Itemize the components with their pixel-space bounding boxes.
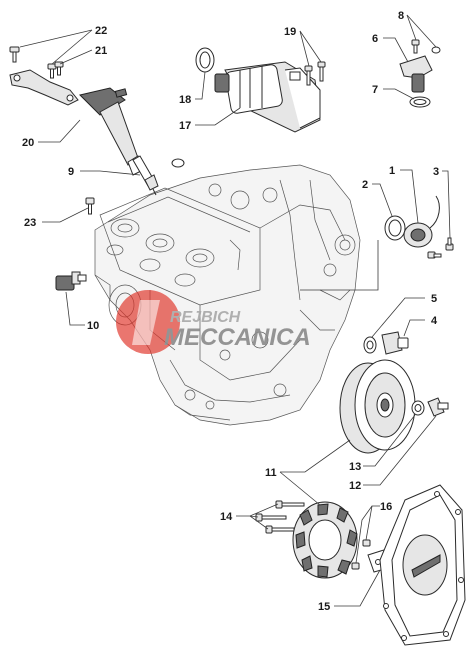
callout-7: 7 xyxy=(372,84,378,96)
callout-4: 4 xyxy=(431,315,438,327)
part-bolt-12 xyxy=(427,397,449,417)
part-oring-2 xyxy=(384,215,406,241)
part-bolt-3b xyxy=(427,251,442,259)
callout-12: 12 xyxy=(349,480,361,492)
part-bracket-20 xyxy=(9,69,79,106)
part-stator xyxy=(292,501,358,579)
part-bolt-8 xyxy=(411,39,420,54)
callout-2: 2 xyxy=(362,179,368,191)
part-bolt-22-right xyxy=(47,63,57,79)
callout-5: 5 xyxy=(431,293,437,305)
part-bolt-3a xyxy=(445,237,454,251)
part-oring-18 xyxy=(195,47,215,73)
callout-14: 14 xyxy=(220,511,233,523)
callout-17: 17 xyxy=(179,120,191,132)
part-bolt-14b xyxy=(255,513,287,522)
part-washer-13 xyxy=(411,400,425,416)
callout-16: 16 xyxy=(380,501,392,513)
part-bolt-14a xyxy=(275,500,305,509)
callout-11: 11 xyxy=(265,467,277,479)
part-sensor-1 xyxy=(403,195,440,248)
part-spark-plug-9 xyxy=(132,155,185,196)
part-generator-cover xyxy=(379,484,466,646)
watermark-logo-mark xyxy=(132,300,160,345)
callout-21: 21 xyxy=(95,45,107,57)
part-bolt-19a xyxy=(304,65,313,86)
callout-8: 8 xyxy=(398,10,404,22)
callout-18: 18 xyxy=(179,94,191,106)
callout-15: 15 xyxy=(318,601,330,613)
watermark-logo-disc xyxy=(116,290,180,354)
engine-block xyxy=(94,164,361,426)
watermark-line1: REJBICH xyxy=(170,309,241,326)
part-bolt-16b xyxy=(351,562,360,570)
part-flywheel-11 xyxy=(339,359,416,454)
part-bolt-14c xyxy=(265,525,295,534)
part-bolt-23 xyxy=(85,197,95,215)
callout-3: 3 xyxy=(433,166,439,178)
leader-lines xyxy=(19,14,451,607)
callout-20: 20 xyxy=(22,137,34,149)
part-plug-4 xyxy=(381,331,409,355)
callout-1: 1 xyxy=(389,165,395,177)
watermark-line2: MECCANICA xyxy=(164,324,311,351)
part-oring-7 xyxy=(409,96,431,108)
callout-labels: 1 2 3 4 5 6 7 8 9 10 11 12 13 14 15 16 1… xyxy=(22,10,439,613)
callout-23: 23 xyxy=(24,217,36,229)
callout-19: 19 xyxy=(284,26,296,38)
part-sensor-6 xyxy=(399,55,433,93)
brand-watermark: REJBICH MECCANICA xyxy=(116,290,311,354)
part-washer-5 xyxy=(363,336,377,354)
part-bolt-16a xyxy=(362,539,371,547)
callout-10: 10 xyxy=(87,320,99,332)
part-bolt-19b xyxy=(317,61,326,82)
callout-6: 6 xyxy=(372,33,378,45)
part-bolt-22-left xyxy=(9,46,20,63)
part-sensor-10 xyxy=(55,271,87,291)
callout-9: 9 xyxy=(68,166,74,178)
callout-13: 13 xyxy=(349,461,361,473)
part-washer-8 xyxy=(431,46,441,54)
part-starter-motor-17 xyxy=(214,61,321,133)
callout-22: 22 xyxy=(95,25,107,37)
